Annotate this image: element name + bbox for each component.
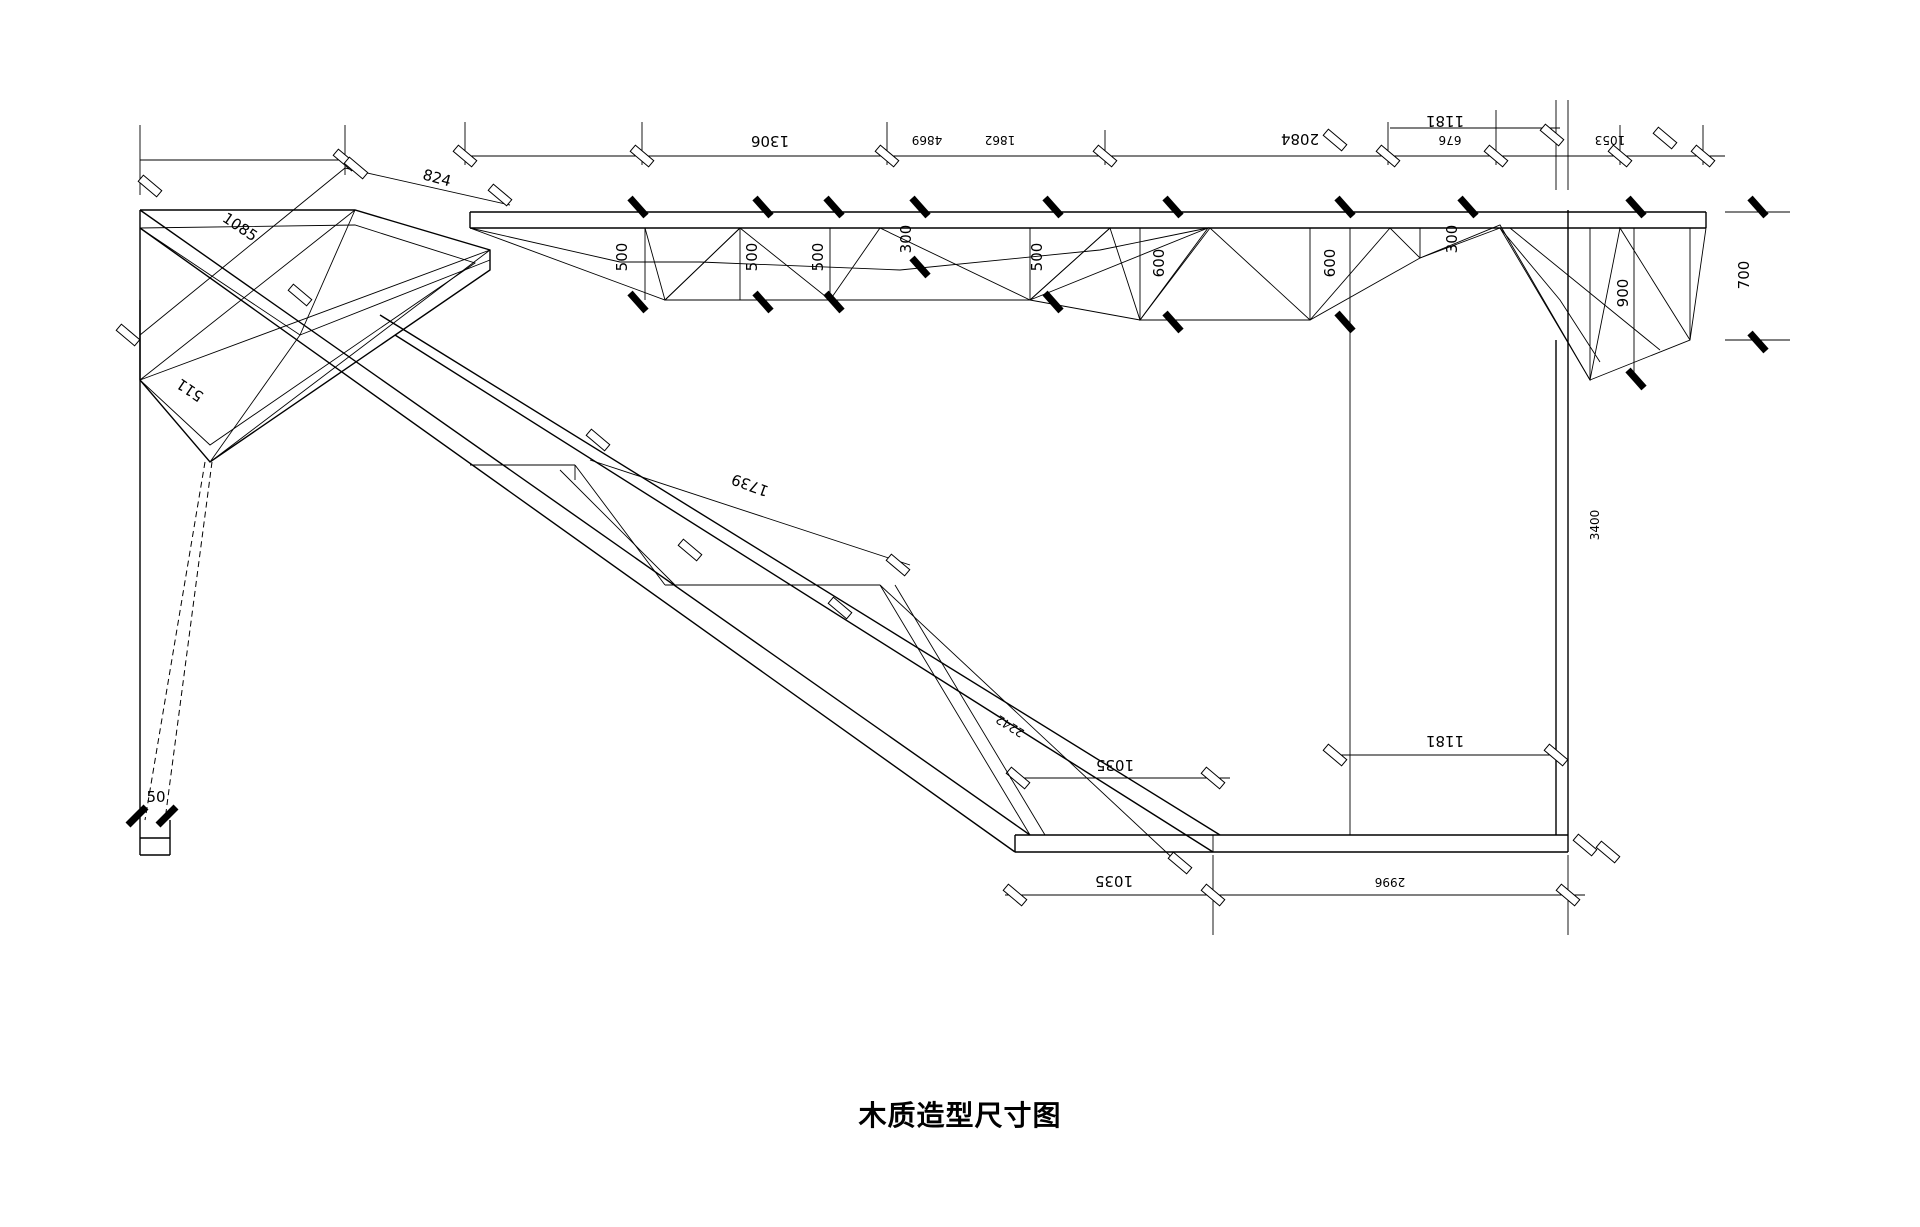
dim-1053: 1053 (1595, 133, 1626, 147)
top-truss: 500 500 500 300 500 600 600 300 900 700 (469, 195, 1790, 420)
dim-2996: 2996 (1375, 875, 1406, 889)
drawing-title: 木质造型尺寸图 (858, 1099, 1062, 1132)
dim-1739: 1739 (729, 470, 771, 500)
dim-300-a: 300 (897, 225, 915, 254)
dim-50: 50 (146, 788, 165, 806)
dim-500-b: 500 (743, 243, 761, 272)
dim-676: 676 (1439, 133, 1462, 147)
dim-4869: 4869 (912, 133, 943, 147)
dim-1181-mid: 1181 (1426, 732, 1464, 750)
dim-1035-mid: 1035 (1096, 756, 1134, 774)
dim-511: 511 (173, 375, 207, 406)
right-column: 3400 1181 (1322, 210, 1602, 835)
dim-300-b: 300 (1443, 225, 1461, 254)
diagonal-ramp-truss: 1739 2242 (139, 209, 1221, 875)
dim-1085: 1085 (219, 209, 261, 245)
top-dimension-chain: 1306 4869 1862 2084 1181 676 1053 (452, 100, 1725, 190)
dim-500-c: 500 (809, 243, 827, 272)
dim-3400: 3400 (1588, 510, 1602, 541)
dim-2242: 2242 (993, 712, 1026, 740)
dim-500-a: 500 (613, 243, 631, 272)
dim-900: 900 (1614, 279, 1632, 308)
dim-1306: 1306 (751, 132, 789, 150)
dim-600-b: 600 (1321, 249, 1339, 278)
dim-824: 824 (421, 166, 453, 191)
dim-1181-top: 1181 (1426, 112, 1464, 130)
dim-1035-bottom: 1035 (1095, 872, 1133, 890)
dim-1862: 1862 (985, 133, 1016, 147)
dim-2084: 2084 (1281, 130, 1319, 148)
dim-600-a: 600 (1150, 249, 1168, 278)
dim-700: 700 (1735, 261, 1753, 290)
dim-500-d: 500 (1028, 243, 1046, 272)
bottom-beam: 1035 2996 1035 (1002, 756, 1621, 935)
